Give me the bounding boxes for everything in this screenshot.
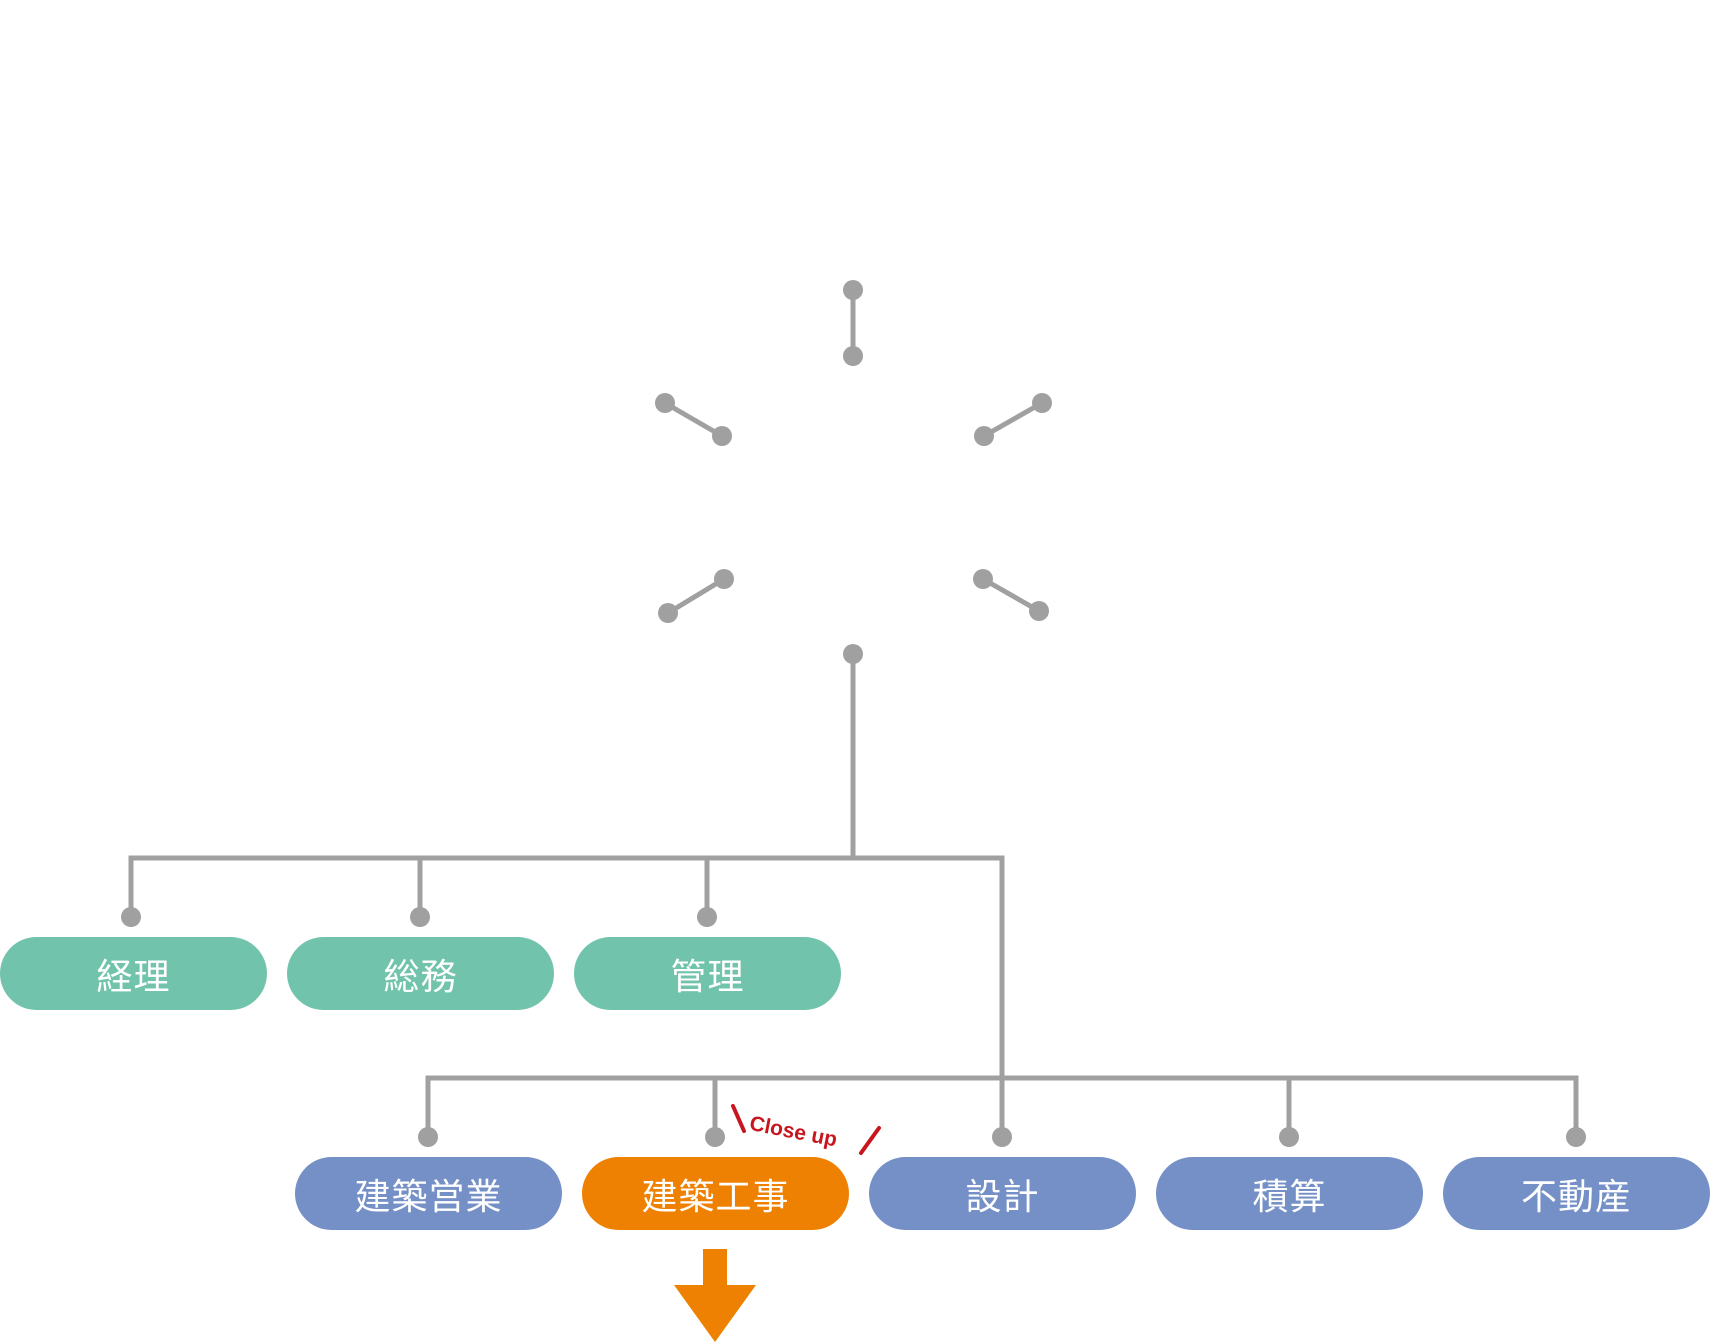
spoke-top [843, 280, 863, 366]
tree-connectors [128, 654, 1579, 1137]
dept-construction-work[interactable]: 建築工事 [582, 1157, 849, 1230]
dept-real-estate[interactable]: 不動産 [1443, 1157, 1710, 1230]
connector-nodes [121, 644, 1586, 1147]
spoke-upper-right [974, 393, 1052, 446]
dept-general-affairs[interactable]: 総務 [287, 937, 554, 1010]
dept-management[interactable]: 管理 [574, 937, 841, 1010]
spoke-upper-left [655, 393, 732, 446]
spoke-lower-right [973, 569, 1049, 621]
dept-estimation[interactable]: 積算 [1156, 1157, 1423, 1230]
closeup-brackets [731, 1104, 881, 1155]
down-arrow-icon [674, 1249, 756, 1342]
dept-construction-sales[interactable]: 建築営業 [295, 1157, 562, 1230]
dept-design[interactable]: 設計 [869, 1157, 1136, 1230]
dept-accounting[interactable]: 経理 [0, 937, 267, 1010]
spoke-lower-left [658, 569, 734, 623]
burst-spokes [655, 280, 1052, 623]
